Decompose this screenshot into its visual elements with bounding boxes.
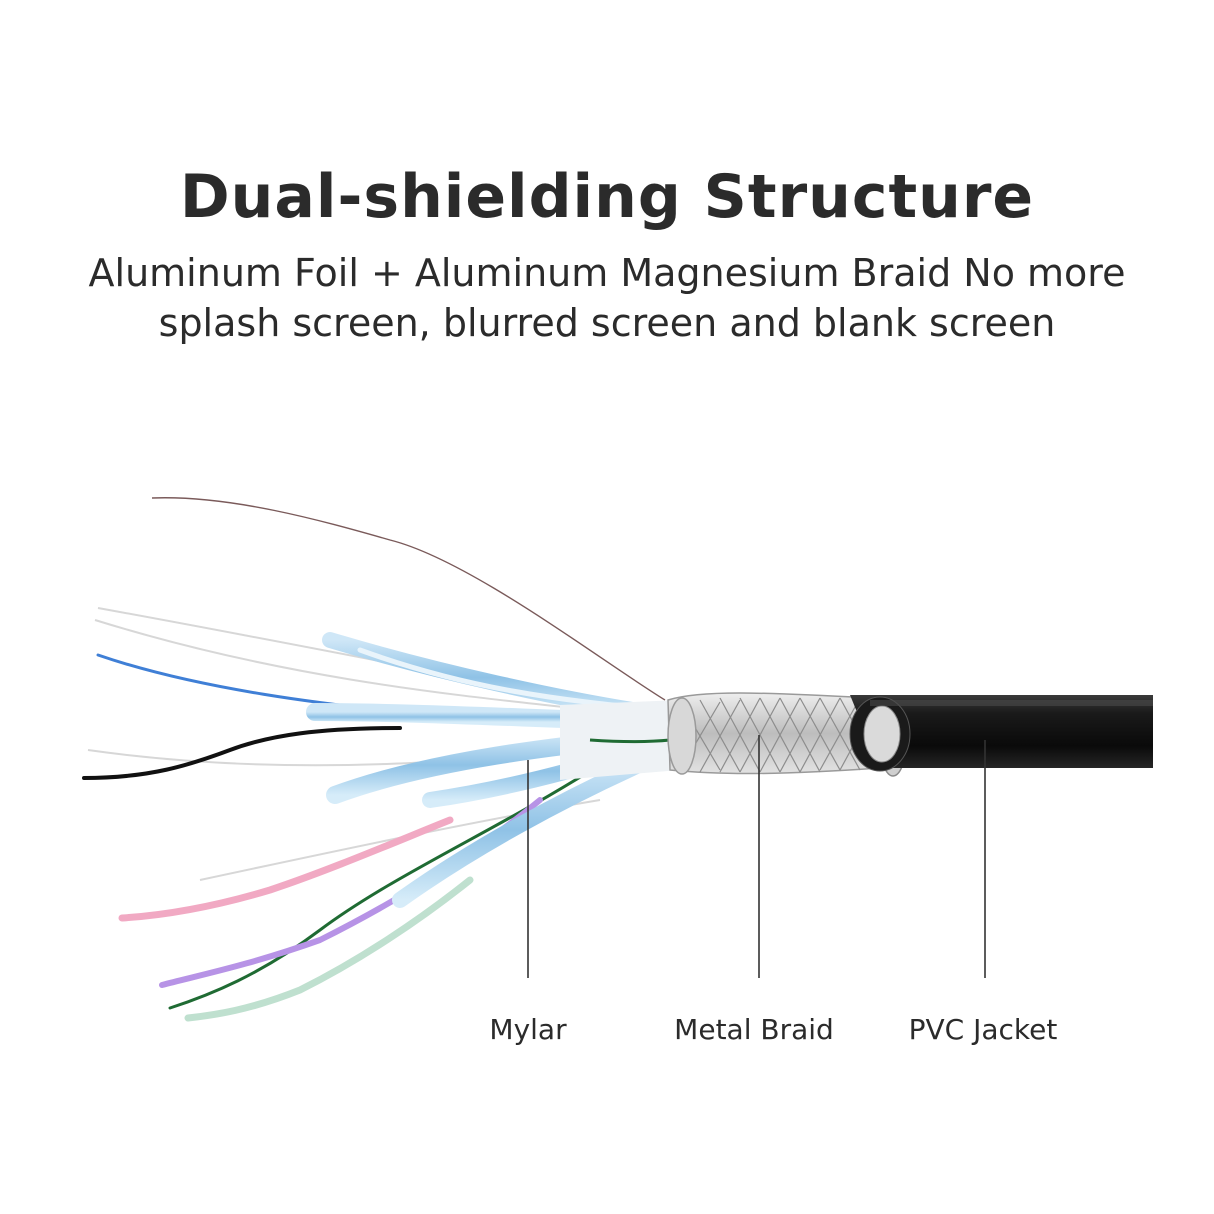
metal-braid [667,692,908,777]
label-metal-braid: Metal Braid [674,1013,834,1046]
diagram-subtitle: Aluminum Foil + Aluminum Magnesium Braid… [40,248,1174,348]
drain-wire [151,497,666,701]
purple-wire [159,797,543,988]
leader-lines [527,735,986,978]
label-mylar: Mylar [489,1013,567,1046]
diagram-title: Dual-shielding Structure [179,162,1035,232]
label-pvc-jacket: PVC Jacket [908,1013,1058,1046]
foil-pair-5 [392,752,658,908]
subtitle-line-1: Aluminum Foil + Aluminum Magnesium Braid… [88,251,1126,295]
black-wire [82,726,402,780]
mint-wire [184,876,474,1022]
pvc-jacket [849,695,1153,772]
pink-wire [118,816,454,922]
subtitle-line-2: splash screen, blurred screen and blank … [158,301,1056,345]
inner-bundle [560,700,680,780]
